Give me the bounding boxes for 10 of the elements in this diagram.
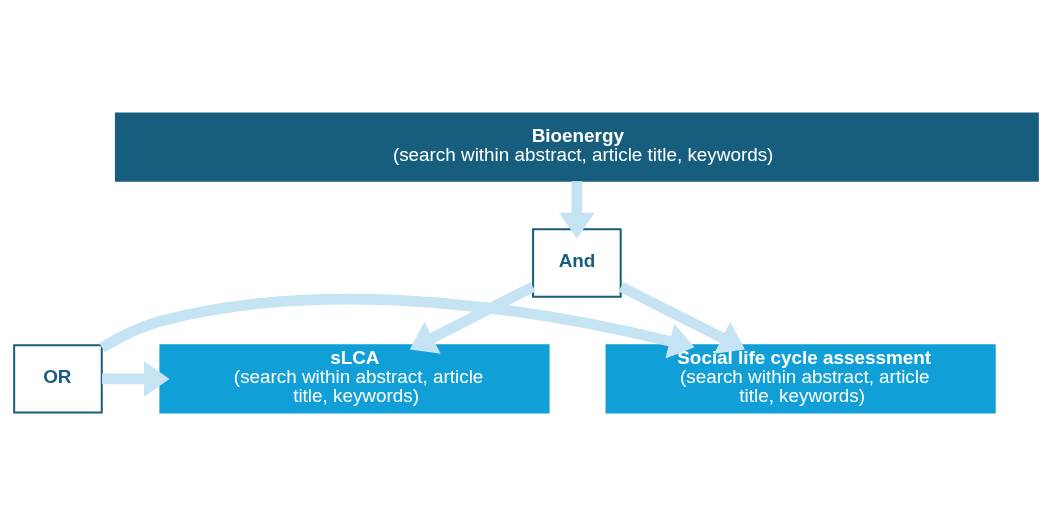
arrow [409,281,536,354]
node-box: Bioenergy (search within abstract, article title, keywords) [114,112,1039,182]
arrow [99,293,695,359]
node-box: OR [13,344,103,414]
node-box: sLCA (search within abstract, article title, keywords) [159,344,550,414]
arrow [102,361,170,397]
node-box: And [532,228,622,298]
arrow [558,181,595,239]
node-box: Social life cycle assessment (search within abstract, article title, keywords) [605,344,996,414]
arrow [618,281,745,354]
